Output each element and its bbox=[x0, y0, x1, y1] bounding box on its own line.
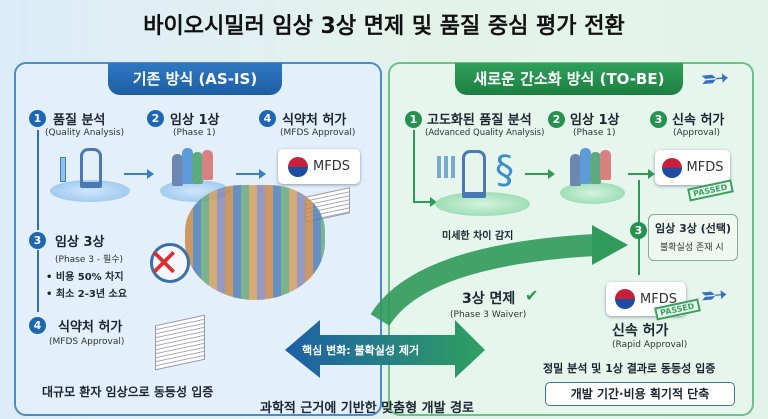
mfds-emblem-icon bbox=[661, 157, 682, 178]
key-change-label: 핵심 변화: 불확실성 제거 bbox=[302, 344, 420, 357]
arrow-icon bbox=[525, 169, 555, 179]
step-number: 2 bbox=[548, 111, 565, 128]
bullet-cost: • 비용 50% 차지 bbox=[46, 272, 124, 283]
step-sub: (Quality Analysis) bbox=[45, 128, 125, 138]
step-label: 고도화된 품질 분석 bbox=[427, 113, 532, 128]
check-icon: ✔ bbox=[525, 286, 539, 305]
mfds-logo: MFDS bbox=[278, 149, 360, 184]
arrowhead-icon bbox=[592, 225, 628, 265]
step-number: 2 bbox=[147, 110, 164, 127]
step-number: 3 bbox=[650, 111, 667, 128]
mfds-text: MFDS bbox=[640, 291, 677, 307]
test-tube-icon bbox=[60, 157, 66, 182]
optional-phase3-box bbox=[648, 214, 738, 261]
dna-icon: § bbox=[495, 148, 514, 192]
step-number: 4 bbox=[259, 110, 276, 127]
step-sub: (Phase 1) bbox=[173, 128, 216, 138]
bullet-duration: • 최소 2-3년 소요 bbox=[46, 289, 127, 300]
step-number: 3 bbox=[630, 222, 647, 239]
to-be-header: 새로운 간소화 방식 (TO-BE) bbox=[455, 63, 683, 95]
platform bbox=[50, 180, 130, 202]
mfds-emblem-icon bbox=[288, 156, 309, 177]
step-label: 신속 허가 bbox=[672, 113, 725, 128]
center-footer: 과학적 근거에 기반한 맞춤형 개발 경로 bbox=[260, 401, 474, 416]
double-arrow-icon bbox=[285, 320, 485, 378]
detect-label: 미세한 차이 감지 bbox=[442, 231, 514, 242]
step-number: 3 bbox=[29, 232, 46, 249]
as-is-header: 기존 방식 (AS-IS) bbox=[108, 63, 282, 95]
transition-arrows bbox=[285, 225, 628, 378]
mfds-logo: MFDS bbox=[655, 150, 730, 185]
microscope-icon bbox=[80, 148, 102, 188]
step-sub: (MFDS Approval) bbox=[280, 128, 356, 138]
step-label: 임상 1상 bbox=[170, 113, 220, 128]
step-label: 품질 분석 bbox=[53, 113, 106, 128]
rapid-approval-sub: (Rapid Approval) bbox=[612, 340, 688, 350]
step-sub: (Phase 1) bbox=[573, 128, 616, 138]
flow-line bbox=[413, 130, 415, 202]
waiver-sub: (Phase 3 Waiver) bbox=[450, 310, 527, 320]
waiver-label: 3상 면제 bbox=[462, 291, 516, 307]
step-sub: (Phase 3 - 필수) bbox=[55, 255, 124, 265]
summary-box: 개발 기간·비용 획기적 단축 bbox=[545, 382, 735, 406]
rapid-approval-label: 신속 허가 bbox=[612, 323, 669, 339]
bar-chart-icon bbox=[437, 156, 455, 178]
step-label: 임상 3상 bbox=[55, 235, 105, 250]
as-is-footer: 대규모 환자 임상으로 동등성 입증 bbox=[42, 385, 214, 399]
people-icon bbox=[172, 148, 217, 188]
step-sub: 불확실성 존재 시 bbox=[660, 243, 724, 253]
arrow-icon bbox=[413, 197, 437, 207]
page-title: 바이오시밀러 임상 3상 면제 및 품질 중심 평가 전환 bbox=[143, 14, 625, 39]
step-number: 4 bbox=[29, 317, 46, 334]
step-number: 1 bbox=[29, 110, 46, 127]
mfds-emblem-icon bbox=[615, 289, 636, 309]
step-label: 식약처 허가 bbox=[58, 320, 123, 335]
microscope-icon bbox=[462, 150, 486, 198]
step-label: 임상 3상 (선택) bbox=[655, 222, 731, 235]
platform bbox=[560, 182, 625, 204]
waiver-arrow-icon bbox=[370, 234, 596, 327]
step-label: 임상 1상 bbox=[570, 113, 620, 128]
mfds-text: MFDS bbox=[313, 159, 350, 174]
people-icon bbox=[570, 148, 615, 188]
flow-line bbox=[37, 130, 39, 230]
stopwatch-icon bbox=[150, 243, 190, 283]
arrow-icon bbox=[628, 169, 655, 179]
mfds-text: MFDS bbox=[686, 160, 724, 175]
arrow-icon bbox=[124, 169, 154, 179]
step-label: 식약처 허가 bbox=[282, 113, 347, 128]
arrow-icon bbox=[236, 169, 266, 179]
step-number: 1 bbox=[405, 111, 422, 128]
proof-text: 정밀 분석 및 1상 결과로 동등성 입증 bbox=[543, 362, 716, 375]
flow-line bbox=[37, 250, 39, 312]
crowd-illustration bbox=[185, 185, 325, 300]
step-sub: (Advanced Quality Analysis) bbox=[425, 128, 545, 138]
x-mark-icon: ✕ bbox=[148, 241, 180, 285]
step-sub: (Approval) bbox=[673, 128, 720, 138]
step-sub: (MFDS Approval) bbox=[49, 337, 125, 347]
